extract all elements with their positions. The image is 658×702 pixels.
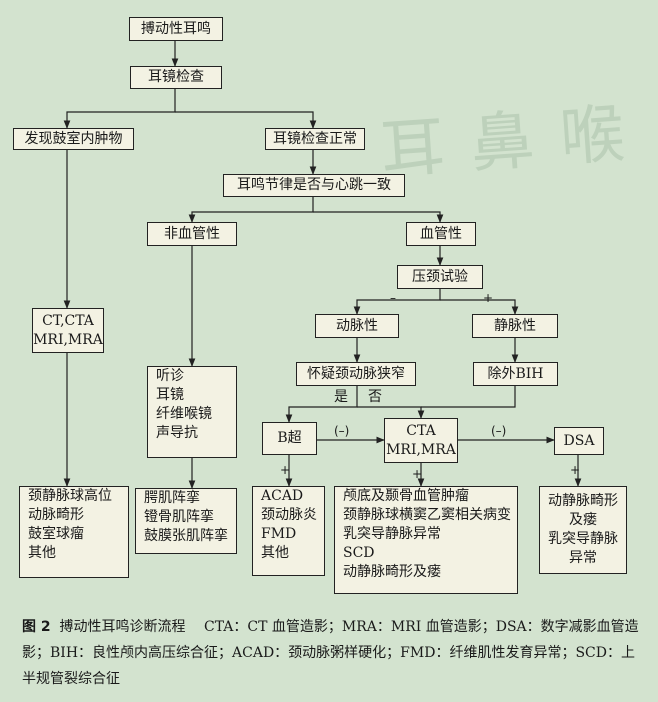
node-line: 纤维喉镜 [156,406,212,422]
node-result-dsa: 动静脉畸形 及瘘 乳突导静脉 异常 [539,486,627,574]
edge-label-plus-cta: + [412,467,423,481]
edge-n2-n4 [175,111,317,129]
node-line: CTA [406,422,436,439]
figure-number: 图 2 [22,619,51,635]
node-line: 动静脉畸形 [548,493,618,509]
edge-n2-split [63,89,176,129]
node-result-tympanic: 颈静脉球高位 动脉畸形 鼓室球瘤 其他 [19,486,129,578]
node-line: FMD [261,526,297,542]
node-line: SCD [343,545,375,561]
node-dsa: DSA [554,427,604,455]
node-label: 怀疑颈动脉狭窄 [307,365,405,382]
node-line: 鼓室球瘤 [28,526,84,542]
node-label: 搏动性耳鸣 [141,20,211,37]
edge-label-plus: + [483,291,494,305]
node-line: 乳突导静脉 [548,531,618,547]
edge-label-plus-bscan: + [280,463,291,477]
node-label: 压颈试验 [412,268,468,285]
node-label: DSA [563,432,595,449]
node-label: 发现鼓室内肿物 [24,130,123,147]
node-label: 静脉性 [494,317,536,334]
node-suspect-carotid-stenosis: 怀疑颈动脉狭窄 [296,362,416,386]
node-line: 颈动脉炎 [261,507,317,523]
node-line: 颅底及颞骨血管肿瘤 [343,488,469,504]
node-line: CT,CTA [42,312,94,329]
node-otoscopy-normal: 耳镜检查正常 [265,128,365,150]
figure-caption: 图 2 搏动性耳鸣诊断流程 CTA：CT 血管造影；MRA：MRI 血管造影；D… [22,614,642,692]
node-ct-mri: CT,CTA MRI,MRA [32,308,104,353]
edge-n8-n9 [353,289,441,315]
node-line: 其他 [261,545,289,561]
caption-text: 搏动性耳鸣诊断流程 CTA：CT 血管造影；MRA：MRI 血管造影；DSA：数… [22,619,639,687]
node-exam-list: 听诊 耳镜 纤维喉镜 声导抗 [147,366,237,458]
node-label: B超 [277,430,302,446]
node-line: 声导抗 [156,425,198,441]
node-line: ACAD [261,488,304,504]
node-label: 非血管性 [164,225,220,242]
node-line: 动脉畸形 [28,507,84,523]
node-line: 动静脉畸形及瘘 [343,564,441,580]
edge-label-neg-1: (–) [334,424,350,438]
node-label: 除外BIH [487,365,544,382]
node-rhythm-heartbeat: 耳鸣节律是否与心跳一致 [223,174,405,197]
node-label: 耳鸣节律是否与心跳一致 [237,177,391,193]
node-ultrasound: B超 [262,422,317,455]
node-line: 乳突导静脉异常 [343,526,441,542]
node-pulsatile-tinnitus: 搏动性耳鸣 [129,17,223,41]
node-line: 其他 [28,545,56,561]
node-line: MRI,MRA [33,331,103,348]
node-result-myoclonus: 腭肌阵挛 镫骨肌阵挛 鼓膜张肌阵挛 [135,488,237,554]
edges [63,41,582,489]
node-result-venous: 颅底及颞骨血管肿瘤 颈静脉球横窦乙窦相关病变 乳突导静脉异常 SCD 动静脉畸形… [334,486,518,594]
edge-n5-n7 [313,211,444,223]
flowchart: 搏动性耳鸣 耳镜检查 发现鼓室内肿物 耳镜检查正常 耳鸣节律是否与心跳一致 非血… [13,17,627,594]
node-label: 耳镜检查 [148,69,204,85]
edge-label-yes: 是 [334,389,348,405]
node-label: 动脉性 [336,317,378,334]
node-vascular: 血管性 [406,222,476,246]
node-line: 异常 [569,550,597,566]
node-line: 颈静脉球横窦乙窦相关病变 [343,507,511,523]
node-line: 颈静脉球高位 [28,488,112,504]
edge-n11-yes [285,386,358,423]
edge-n12-n16 [421,386,516,408]
edge-label-neg-2: (–) [491,424,507,438]
edge-label-plus-dsa: + [570,463,581,477]
node-venous: 静脉性 [472,314,558,338]
edge-n11-no [357,406,425,419]
node-nonvascular: 非血管性 [147,222,237,246]
node-arterial: 动脉性 [315,314,399,338]
node-tympanic-mass: 发现鼓室内肿物 [13,128,134,150]
node-line: 镫骨肌阵挛 [144,509,214,525]
node-line: MRI,MRA [386,441,456,458]
edge-label-minus: – [390,291,396,305]
node-line: 耳镜 [156,387,184,403]
node-cta-mri: CTA MRI,MRA [384,418,458,463]
node-neck-compression: 压颈试验 [397,265,483,289]
node-line: 及瘘 [569,512,597,528]
node-line: 鼓膜张肌阵挛 [144,528,228,544]
edge-n8-n10 [440,299,519,315]
node-line: 听诊 [156,368,184,384]
edge-label-no: 否 [368,389,382,405]
node-label: 耳镜检查正常 [273,130,357,147]
node-result-arterial: ACAD 颈动脉炎 FMD 其他 [252,486,325,576]
edge-n5-n6 [188,197,314,223]
node-exclude-bih: 除外BIH [473,362,558,386]
node-otoscopy: 耳镜检查 [130,66,222,89]
node-line: 腭肌阵挛 [144,490,200,506]
node-label: 血管性 [420,225,462,242]
